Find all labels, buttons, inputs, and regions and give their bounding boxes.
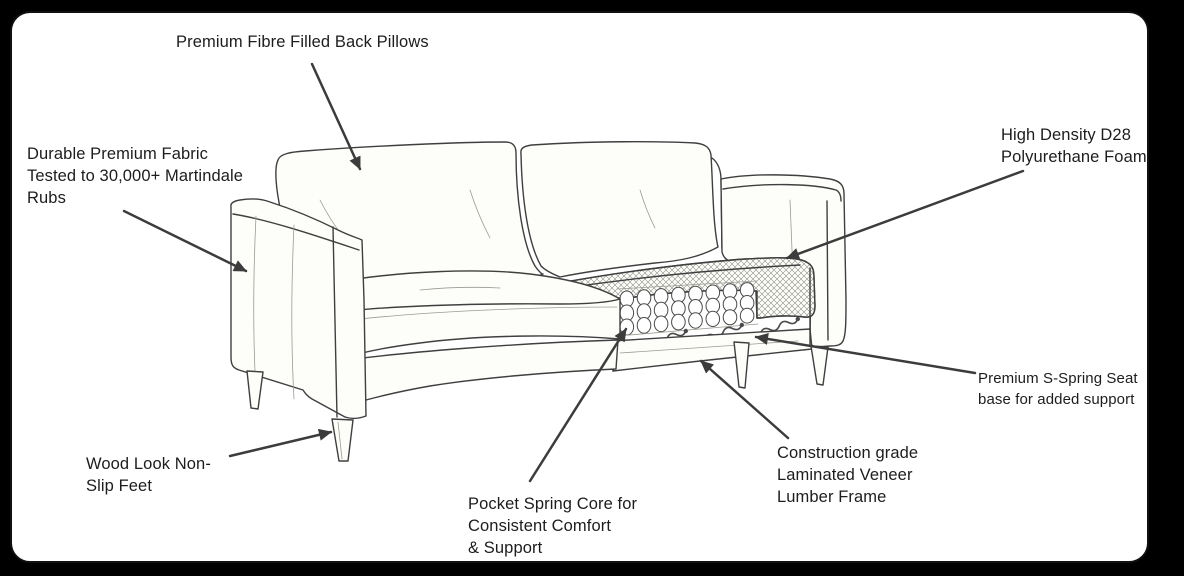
foam-drawing [558,257,816,319]
arrow-pocket-spring [528,327,628,483]
label-line: base for added support [978,391,1135,408]
label-line: Durable Premium Fabric [27,145,209,163]
arrow-frame [699,359,790,440]
arrow-s-spring [754,333,977,375]
rear-left-leg [246,370,264,410]
label-feet: Wood Look Non- Slip Feet [86,453,211,497]
arrow-foam [785,169,1025,260]
label-line: Wood Look Non- [86,455,211,473]
sofa-base-drawing [332,339,619,411]
arrow-feet [228,428,333,458]
label-s-spring: Premium S-Spring Seat base for added sup… [978,368,1138,410]
label-line: Pocket Spring Core for [468,495,638,513]
label-line: Tested to 30,000+ Martindale [27,167,244,185]
label-line: Polyurethane Foam [1001,148,1147,166]
label-fabric: Durable Premium Fabric Tested to 30,000+… [27,143,243,209]
label-line: Construction grade [777,444,919,462]
label-frame: Construction grade Laminated Veneer Lumb… [777,442,918,508]
pocket-springs-drawing [619,282,755,336]
label-pocket-spring: Pocket Spring Core for Consistent Comfor… [468,493,637,559]
front-right-leg [810,345,829,386]
label-line: Premium Fibre Filled Back Pillows [176,33,429,51]
label-line: High Density D28 [1001,126,1131,144]
label-line: Laminated Veneer [777,466,913,484]
label-line: Consistent Comfort [468,517,612,535]
label-line: Lumber Frame [777,488,887,506]
left-arm-drawing [230,198,367,420]
label-line: & Support [468,539,543,557]
seat-cushion-drawing [329,270,621,363]
label-back-pillows: Premium Fibre Filled Back Pillows [176,31,429,53]
arrow-fabric [122,209,248,273]
frame-rail-drawing [611,328,813,372]
label-line: Premium S-Spring Seat [978,370,1138,387]
rear-right-leg [733,341,750,389]
label-line: Rubs [27,189,66,207]
front-left-leg [331,418,354,462]
callout-arrows [122,62,1025,483]
label-foam: High Density D28 Polyurethane Foam [1001,124,1147,168]
arrow-back-pillows [310,62,362,171]
label-line: Slip Feet [86,477,153,495]
legs-drawing [246,267,829,462]
